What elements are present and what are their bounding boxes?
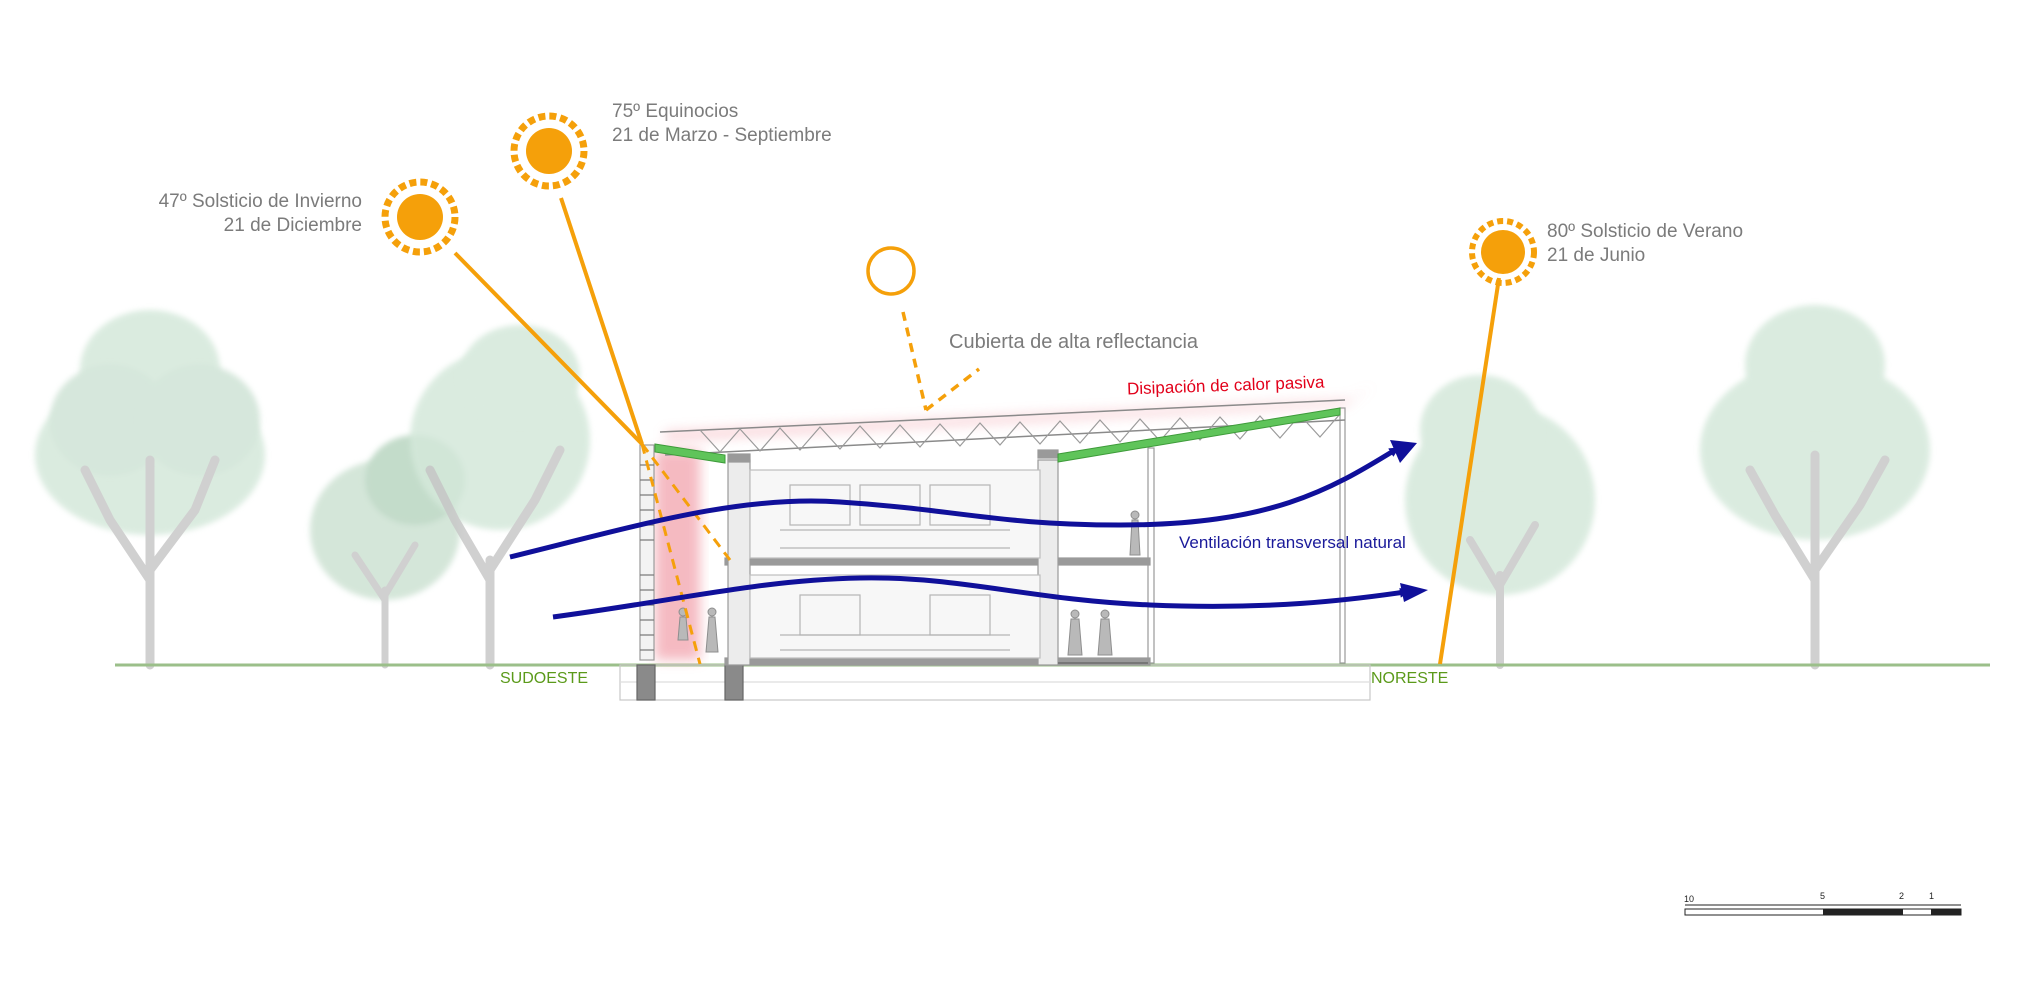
- scale-label-2: 2: [1899, 891, 1905, 901]
- winter-solstice-line1: 47º Solsticio de Invierno: [158, 191, 362, 212]
- sun-rays: [453, 197, 1501, 665]
- sun-outline-icon: [866, 246, 916, 296]
- roof-green-right: [1057, 407, 1341, 463]
- summer-solstice-line1: 80º Solsticio de Verano: [1547, 221, 1744, 242]
- orientation-left-label: SUDOESTE: [500, 670, 589, 687]
- orientation-right-label: NORESTE: [1371, 670, 1449, 687]
- heat-glow-facade: [655, 450, 700, 660]
- equinox-label: 75º Equinocios 21 de Marzo - Septiembre: [612, 100, 832, 148]
- ventilation-arrowhead-lower: [1400, 583, 1428, 602]
- equinox-line2: 21 de Marzo - Septiembre: [612, 125, 832, 146]
- tree-far-left: [35, 310, 265, 670]
- building-section: [619, 399, 1371, 701]
- winter-solstice-line2: 21 de Diciembre: [223, 215, 362, 236]
- scale-label-1: 1: [1929, 891, 1935, 901]
- tree-far-right: [1700, 305, 1930, 670]
- heat-glow-roof: [665, 385, 1375, 440]
- roof-reflectance-label: Cubierta de alta reflectancia: [949, 331, 1199, 353]
- tree-left-2: [310, 435, 465, 669]
- ventilation-label: Ventilación transversal natural: [1179, 533, 1406, 552]
- summer-solstice-label: 80º Solsticio de Verano 21 de Junio: [1547, 220, 1743, 268]
- sun-icon-equinox: [510, 112, 588, 190]
- winter-solstice-label: 47º Solsticio de Invierno 21 de Diciembr…: [100, 190, 362, 238]
- ventilation-arrowhead-upper: [1390, 440, 1417, 463]
- people-figures: [677, 510, 1141, 656]
- tree-right-1: [1405, 375, 1595, 669]
- equinox-line1: 75º Equinocios: [612, 101, 739, 122]
- scale-label-10: 10: [1684, 894, 1695, 904]
- sun-icon-summer: [1469, 218, 1537, 286]
- roof-green-left: [654, 443, 726, 464]
- sun-icon-winter: [381, 178, 459, 256]
- scale-label-5: 5: [1820, 891, 1826, 901]
- ventilation-arrow-lower: [552, 575, 1410, 620]
- summer-solstice-line2: 21 de Junio: [1547, 245, 1646, 266]
- ventilation-arrow-upper: [509, 447, 1400, 560]
- scale-bar: [1684, 904, 1962, 916]
